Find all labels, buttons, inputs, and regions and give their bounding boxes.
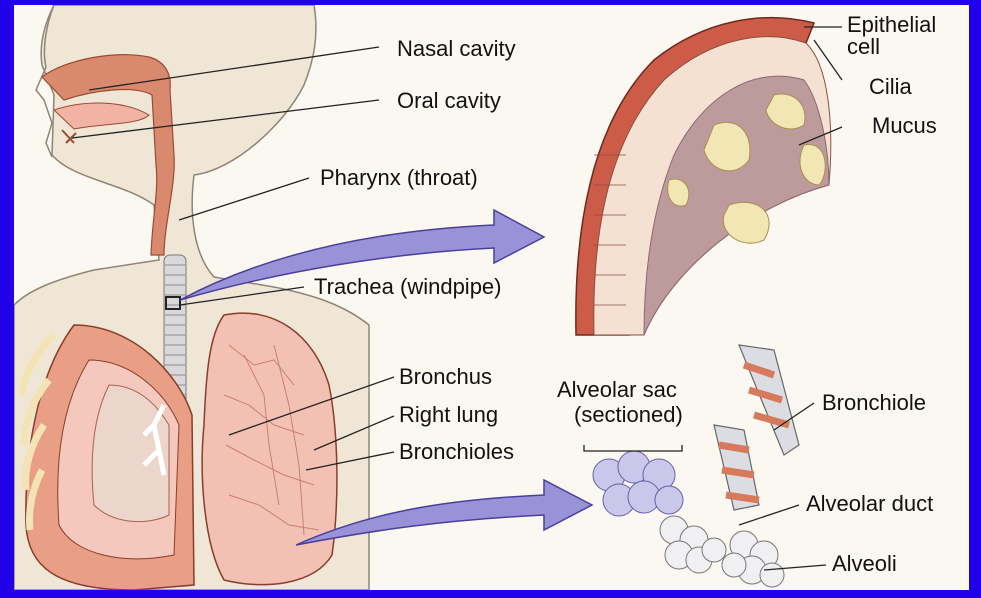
label-pharynx: Pharynx (throat) bbox=[320, 165, 478, 190]
label-alveolar-sac-line1: Alveolar sac bbox=[557, 377, 677, 402]
label-bronchiole: Bronchiole bbox=[822, 390, 926, 415]
epithelium-section bbox=[576, 18, 831, 335]
label-trachea: Trachea (windpipe) bbox=[314, 274, 502, 299]
label-oral-cavity: Oral cavity bbox=[397, 88, 501, 113]
label-epithelial-line2: cell bbox=[847, 34, 880, 59]
label-bronchioles: Bronchioles bbox=[399, 439, 514, 464]
label-bronchus: Bronchus bbox=[399, 364, 492, 389]
label-alveolar-duct: Alveolar duct bbox=[806, 491, 933, 516]
diagram-panel: Nasal cavity Oral cavity Pharynx (throat… bbox=[14, 5, 969, 590]
label-cilia: Cilia bbox=[869, 74, 913, 99]
label-right-lung: Right lung bbox=[399, 402, 498, 427]
respiratory-system-diagram: Nasal cavity Oral cavity Pharynx (throat… bbox=[14, 5, 969, 590]
label-alveolar-sac-line2: (sectioned) bbox=[574, 402, 683, 427]
label-alveoli: Alveoli bbox=[832, 551, 897, 576]
label-mucus: Mucus bbox=[872, 113, 937, 138]
label-nasal-cavity: Nasal cavity bbox=[397, 36, 516, 61]
